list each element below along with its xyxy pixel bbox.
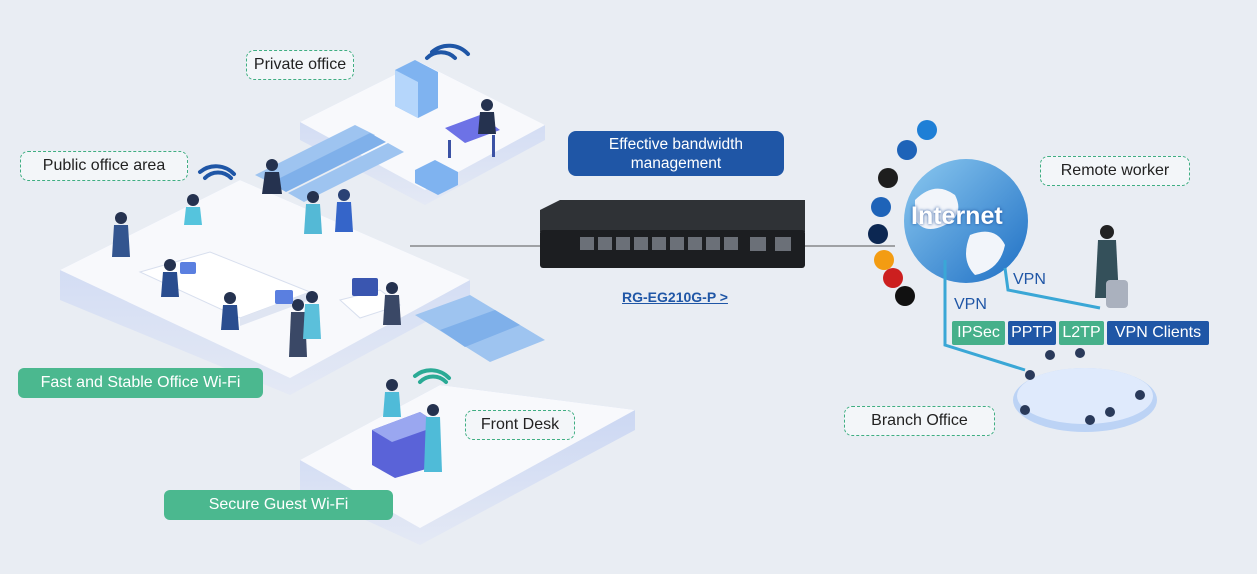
router-device xyxy=(540,200,805,268)
zone-label-text: Secure Guest Wi-Fi xyxy=(208,496,349,513)
stairs-lower xyxy=(415,295,545,362)
protocol-tag-l2tp: L2TP xyxy=(1059,321,1104,345)
globe xyxy=(904,159,1028,283)
vpn-lines xyxy=(943,260,1101,372)
zone-label-branch-office: Branch Office xyxy=(844,406,995,436)
wifi-icons xyxy=(198,43,470,384)
vpn-label-remote: VPN xyxy=(1013,271,1046,288)
stairs-upper xyxy=(255,125,404,202)
protocol-tag-pptp: PPTP xyxy=(1008,321,1056,345)
bandwidth-management-badge: Effective bandwidth management xyxy=(568,131,784,176)
zone-label-fast-wifi: Fast and Stable Office Wi-Fi xyxy=(18,368,263,398)
zone-label-front-desk: Front Desk xyxy=(465,410,575,440)
badge-line-2: management xyxy=(630,154,722,172)
remote-worker-figure xyxy=(1095,225,1128,308)
zone-label-private-office: Private office xyxy=(246,50,354,80)
branch-office-table xyxy=(1013,348,1157,432)
model-link[interactable]: RG-EG210G-P > xyxy=(605,287,745,307)
zone-label-text: Remote worker xyxy=(1060,162,1170,179)
zone-label-public-office: Public office area xyxy=(20,151,188,181)
zone-label-text: Private office xyxy=(253,56,347,73)
cabinet xyxy=(395,60,438,118)
vpn-label-branch: VPN xyxy=(954,296,987,313)
zone-label-text: Public office area xyxy=(42,157,166,174)
zone-label-text: Branch Office xyxy=(871,412,968,429)
monitors xyxy=(180,262,378,304)
zone-label-text: Fast and Stable Office Wi-Fi xyxy=(40,374,241,391)
internet-label: Internet xyxy=(911,202,1003,230)
people xyxy=(112,99,496,472)
model-link-text[interactable]: RG-EG210G-P > xyxy=(622,289,728,305)
app-icons xyxy=(868,120,937,306)
zone-label-text: Front Desk xyxy=(480,416,560,433)
badge-line-1: Effective bandwidth xyxy=(608,135,744,153)
platform-front-desk xyxy=(300,385,635,545)
protocol-tag-ipsec: IPSec xyxy=(952,321,1005,345)
front-desk-counter xyxy=(372,412,440,478)
zone-label-remote-worker: Remote worker xyxy=(1040,156,1190,186)
protocol-tag-vpn-clients: VPN Clients xyxy=(1107,321,1209,345)
zone-label-guest-wifi: Secure Guest Wi-Fi xyxy=(164,490,393,520)
